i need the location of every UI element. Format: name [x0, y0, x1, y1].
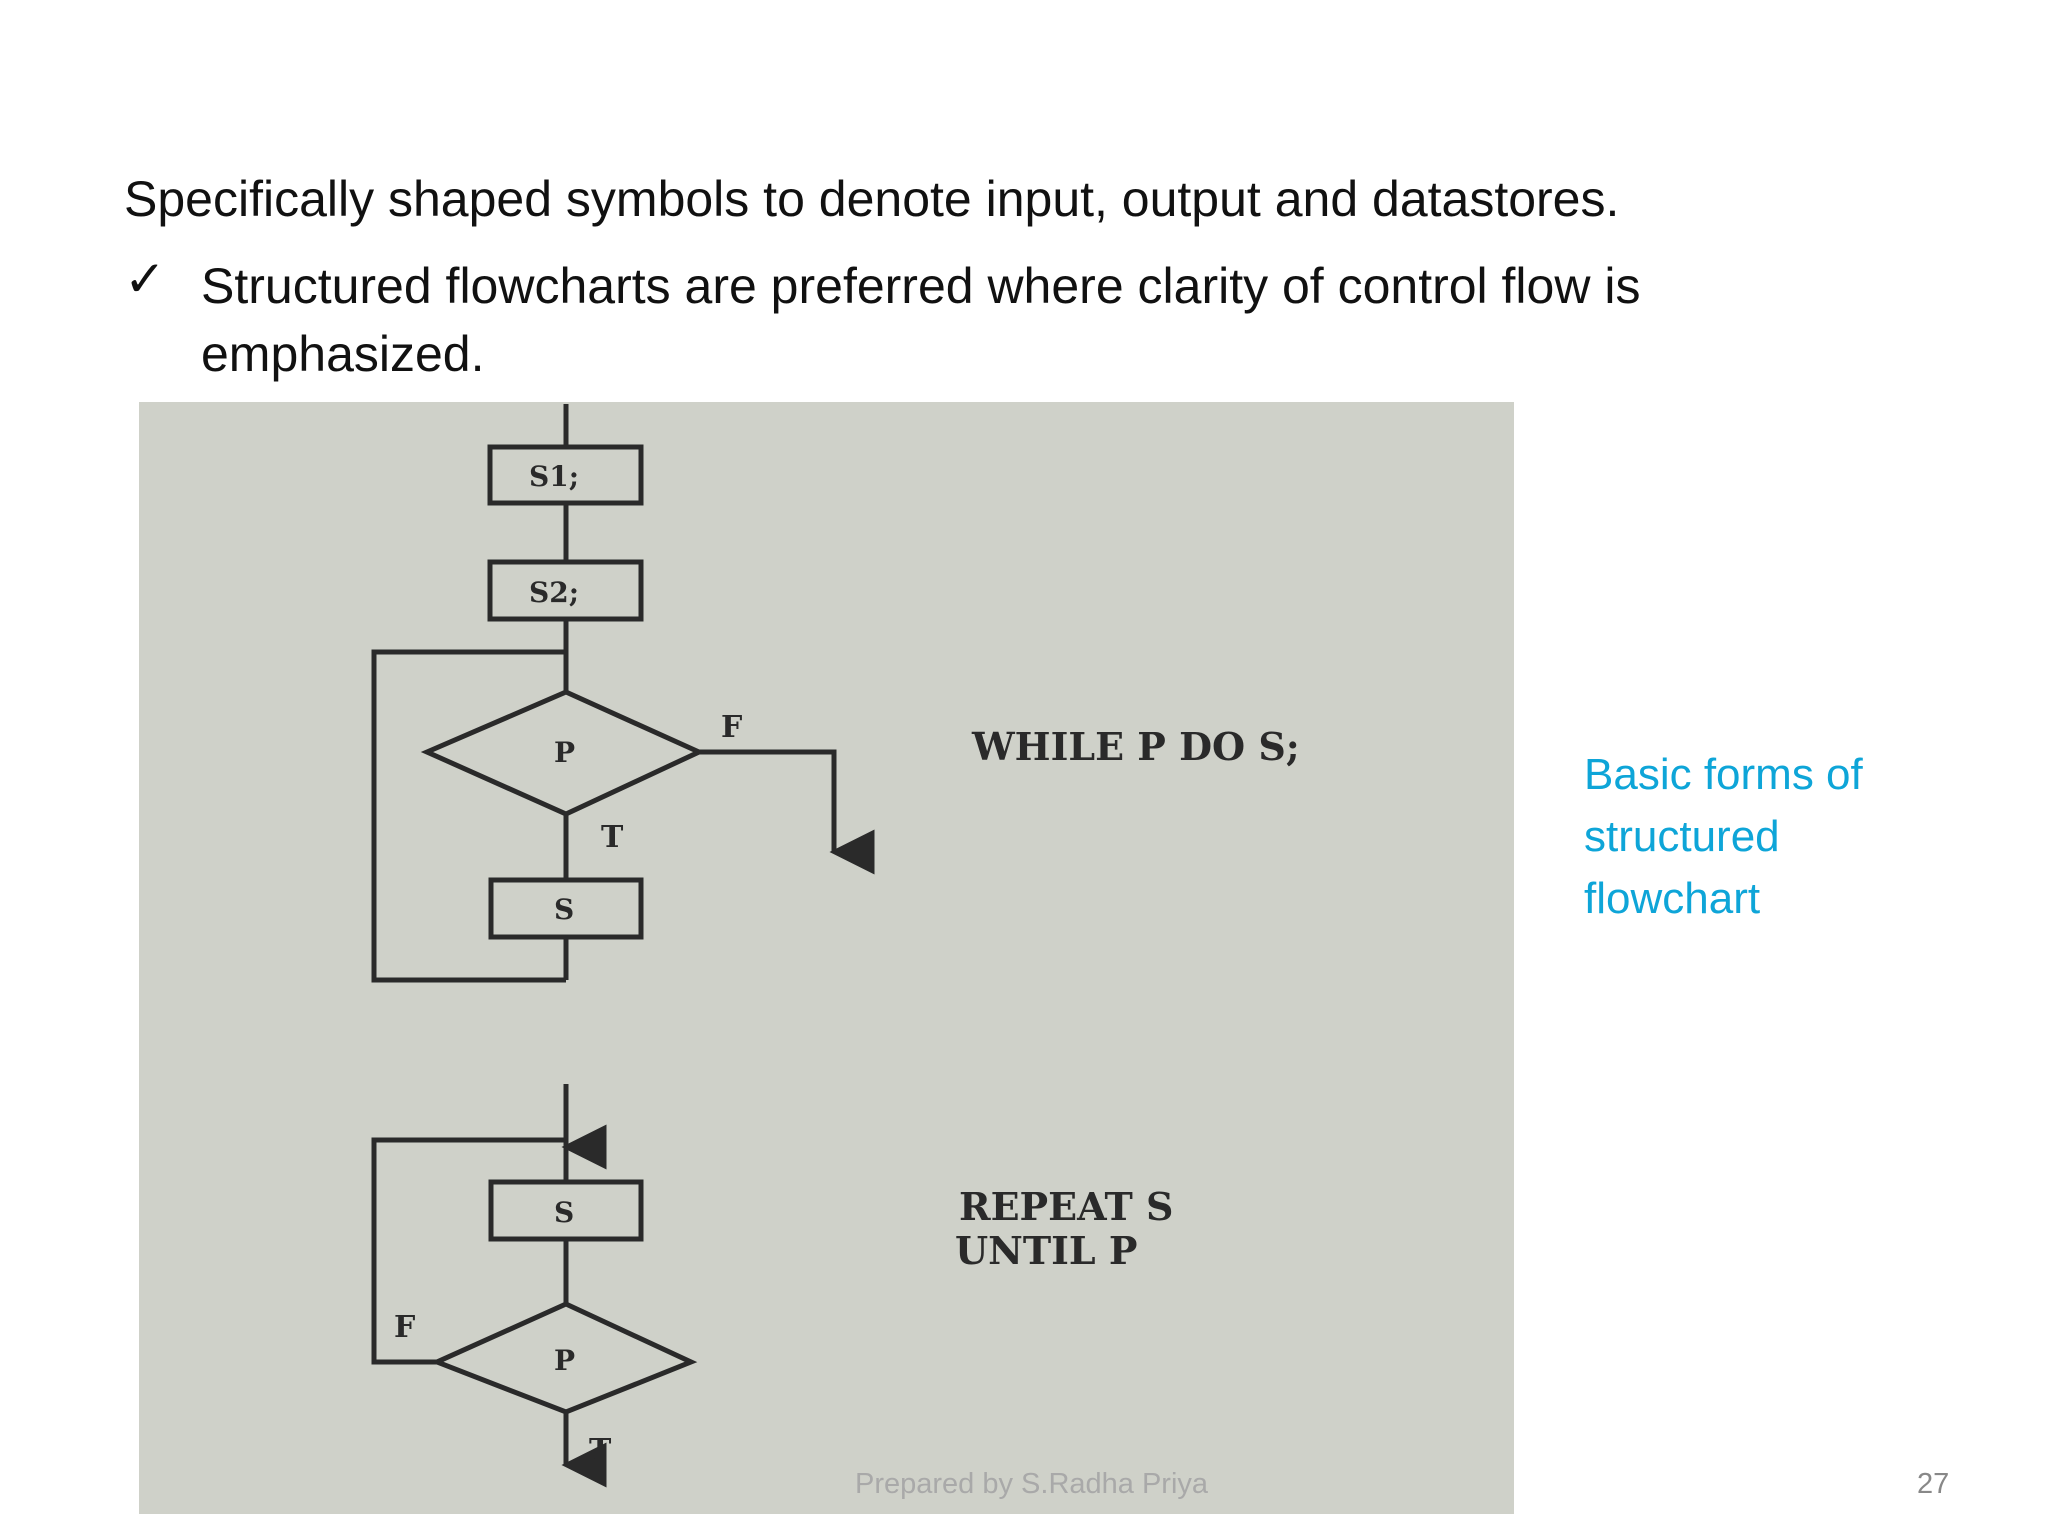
footer-text: Prepared by S.Radha Priya — [855, 1468, 1208, 1501]
page-number: 27 — [1917, 1468, 1949, 1501]
while-decision-label: P — [554, 736, 575, 769]
figure-caption: Basic forms of structured flowchart — [1584, 744, 1863, 930]
body-text-line: Specifically shaped symbols to denote in… — [124, 170, 1619, 228]
repeat-false-label: F — [394, 1310, 415, 1345]
while-true-label: T — [601, 820, 624, 855]
while-body-label: S — [554, 893, 574, 926]
caption-line: flowchart — [1584, 868, 1863, 930]
caption-line: structured — [1584, 806, 1863, 868]
s1-label: S1; — [529, 460, 579, 493]
repeat-body-label: S — [554, 1196, 574, 1229]
while-false-label: F — [721, 710, 742, 745]
checkmark-bullet-icon: ✓ — [124, 250, 166, 308]
caption-line: Basic forms of — [1584, 744, 1863, 806]
repeat-true-label: T — [589, 1433, 612, 1468]
while-code-text: WHILE P DO S; — [971, 724, 1300, 769]
bullet-text: Structured flowcharts are preferred wher… — [201, 252, 1801, 388]
repeat-decision-label: P — [554, 1344, 575, 1377]
repeat-code-line2: UNTIL P — [955, 1228, 1137, 1273]
repeat-code-line1: REPEAT S — [959, 1184, 1173, 1229]
s2-label: S2; — [529, 576, 579, 609]
flowchart-photo: S1; S2; P F T S WHILE P DO S; S P F T RE… — [139, 402, 1514, 1514]
